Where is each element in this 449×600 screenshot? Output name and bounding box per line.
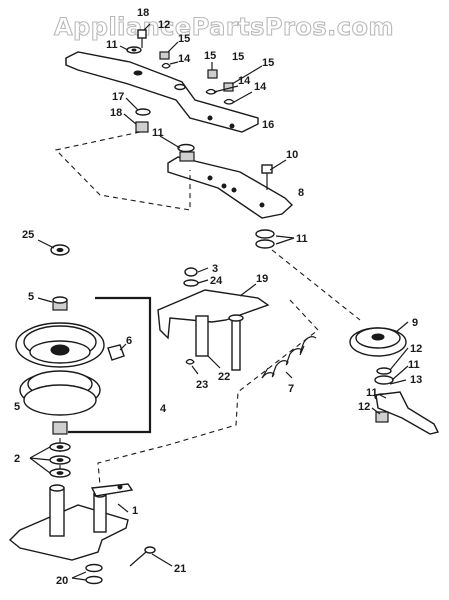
- callout-1: 1: [132, 505, 138, 517]
- dashed-connector-idler: [271, 249, 361, 321]
- callout-15-right-a: 15: [204, 50, 216, 62]
- callout-10: 10: [286, 149, 298, 161]
- callout-9: 9: [412, 317, 418, 329]
- callout-5-bottom: 5: [14, 401, 20, 413]
- callout-11-mid: 11: [152, 127, 164, 139]
- base-plate-part-1: [8, 483, 134, 561]
- callout-4: 4: [160, 403, 167, 415]
- idler-arm-bracket-part-19: [157, 267, 270, 371]
- callout-3: 3: [212, 263, 218, 275]
- callout-18-top: 18: [137, 7, 149, 19]
- lower-bracket-part-8: [167, 156, 294, 219]
- dashed-connector-left: [54, 131, 191, 211]
- callout-8: 8: [298, 187, 304, 199]
- assembly-bracket-line: [68, 296, 152, 434]
- callout-11-right: 11: [296, 233, 308, 245]
- callout-15-right-c: 15: [262, 57, 274, 69]
- callout-25: 25: [22, 229, 34, 241]
- callout-11-idler: 11: [408, 359, 420, 371]
- callout-18-mid: 18: [110, 107, 122, 119]
- callout-19: 19: [256, 273, 268, 285]
- callout-5-top: 5: [28, 291, 34, 303]
- callout-12-lower: 12: [358, 401, 370, 413]
- pulley-assembly-part-4: [15, 244, 125, 435]
- callout-23: 23: [196, 379, 208, 391]
- idler-pulley-part-9: [349, 327, 440, 435]
- callout-20: 20: [56, 575, 68, 587]
- callout-17: 17: [112, 91, 124, 103]
- callout-6: 6: [126, 335, 132, 347]
- washers-part-2: [49, 442, 71, 478]
- watermark-text: AppliancePartsPros.com: [54, 13, 394, 41]
- bracket-hardware: [126, 29, 275, 249]
- callout-22: 22: [218, 371, 230, 383]
- upper-bracket-part-16: [65, 51, 259, 133]
- dashed-connector-lower: [97, 299, 319, 486]
- callout-15-top: 15: [178, 33, 190, 45]
- callout-12-top: 12: [158, 19, 170, 31]
- callout-7: 7: [288, 383, 294, 395]
- callout-12-right: 12: [410, 343, 422, 355]
- callout-2: 2: [14, 453, 20, 465]
- callout-24: 24: [210, 275, 223, 287]
- callout-13: 13: [410, 374, 422, 386]
- callout-11-top: 11: [106, 39, 118, 51]
- callout-14-mid: 14: [238, 75, 251, 87]
- callout-11-lower: 11: [366, 387, 378, 399]
- callout-14-top: 14: [178, 53, 191, 65]
- callout-14-right: 14: [254, 81, 267, 93]
- callout-21: 21: [174, 563, 186, 575]
- callout-16: 16: [262, 119, 274, 131]
- leader-lines: [29, 23, 409, 581]
- pin-and-washers: [85, 546, 156, 585]
- spring-part-7: [261, 336, 317, 379]
- callout-15-right-b: 15: [232, 51, 244, 63]
